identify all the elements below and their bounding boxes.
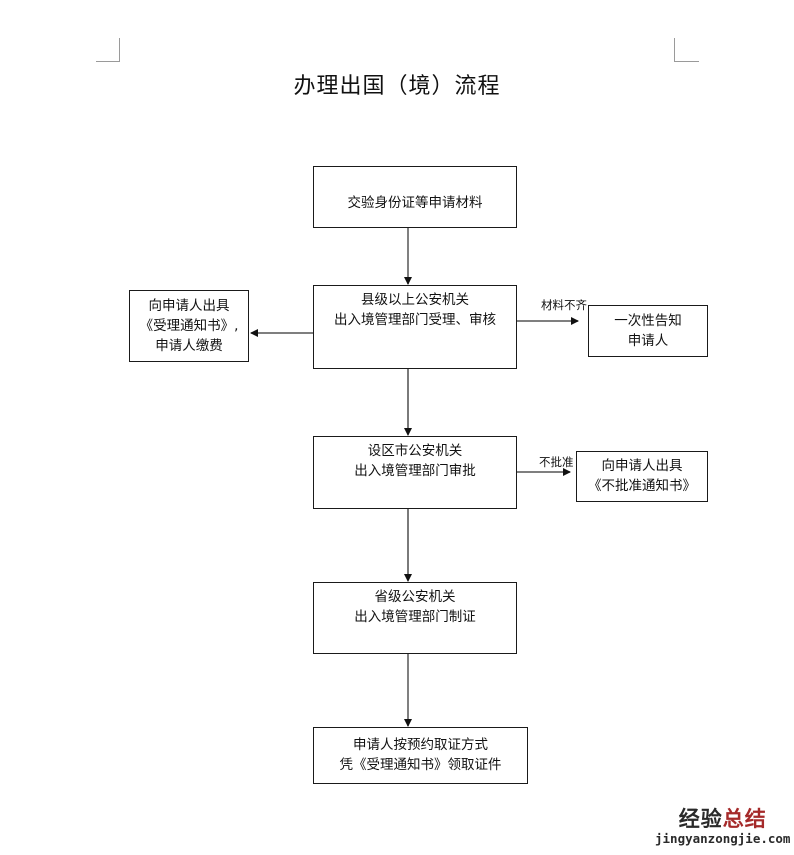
- step-text: 出入境管理部门审批: [354, 463, 476, 479]
- branch-text: 《受理通知书》,: [139, 318, 239, 334]
- watermark-cn-part1: 经验: [678, 807, 723, 831]
- page-corner-mark-top-right: [674, 38, 699, 62]
- watermark-text-cn: 经验总结: [655, 803, 790, 833]
- step-text: 县级以上公安机关: [361, 292, 469, 308]
- step-text: 省级公安机关: [374, 589, 456, 605]
- step-province-issue: 省级公安机关 出入境管理部门制证: [313, 582, 517, 654]
- branch-incomplete-notify: 一次性告知 申请人: [588, 305, 708, 357]
- step-city-approval: 设区市公安机关 出入境管理部门审批: [313, 436, 517, 509]
- step-text: 出入境管理部门受理、审核: [334, 312, 496, 328]
- branch-text: 《不批准通知书》: [588, 478, 696, 494]
- branch-text: 向申请人出具: [148, 298, 230, 314]
- diagram-title: 办理出国（境）流程: [293, 74, 501, 99]
- edge-label-rejected: 不批准: [539, 455, 574, 469]
- step-text: 设区市公安机关: [367, 443, 463, 459]
- page-corner-mark-top-left: [96, 38, 120, 62]
- branch-text: 申请人: [627, 333, 669, 349]
- step-text: 凭《受理通知书》领取证件: [339, 757, 502, 773]
- edge-label-incomplete: 材料不齐: [541, 298, 587, 312]
- step-text: 申请人按预约取证方式: [353, 737, 488, 753]
- watermark-domain: jingyanzongjie.com: [655, 831, 791, 846]
- watermark-logo: 经验总结 jingyanzongjie.com: [655, 803, 790, 846]
- step-collect-certificate: 申请人按预约取证方式 凭《受理通知书》领取证件: [313, 727, 528, 784]
- step-text: 出入境管理部门制证: [354, 609, 476, 625]
- step-text: 交验身份证等申请材料: [347, 195, 483, 211]
- branch-accept-notice: 向申请人出具 《受理通知书》, 申请人缴费: [129, 290, 249, 362]
- branch-text: 向申请人出具: [601, 458, 683, 474]
- branch-rejection-notice: 向申请人出具 《不批准通知书》: [576, 451, 708, 502]
- step-county-review: 县级以上公安机关 出入境管理部门受理、审核: [313, 285, 517, 369]
- step-submit-materials: 交验身份证等申请材料: [313, 166, 517, 228]
- branch-text: 申请人缴费: [155, 338, 223, 354]
- watermark-cn-part2: 总结: [722, 807, 767, 831]
- branch-text: 一次性告知: [614, 313, 682, 329]
